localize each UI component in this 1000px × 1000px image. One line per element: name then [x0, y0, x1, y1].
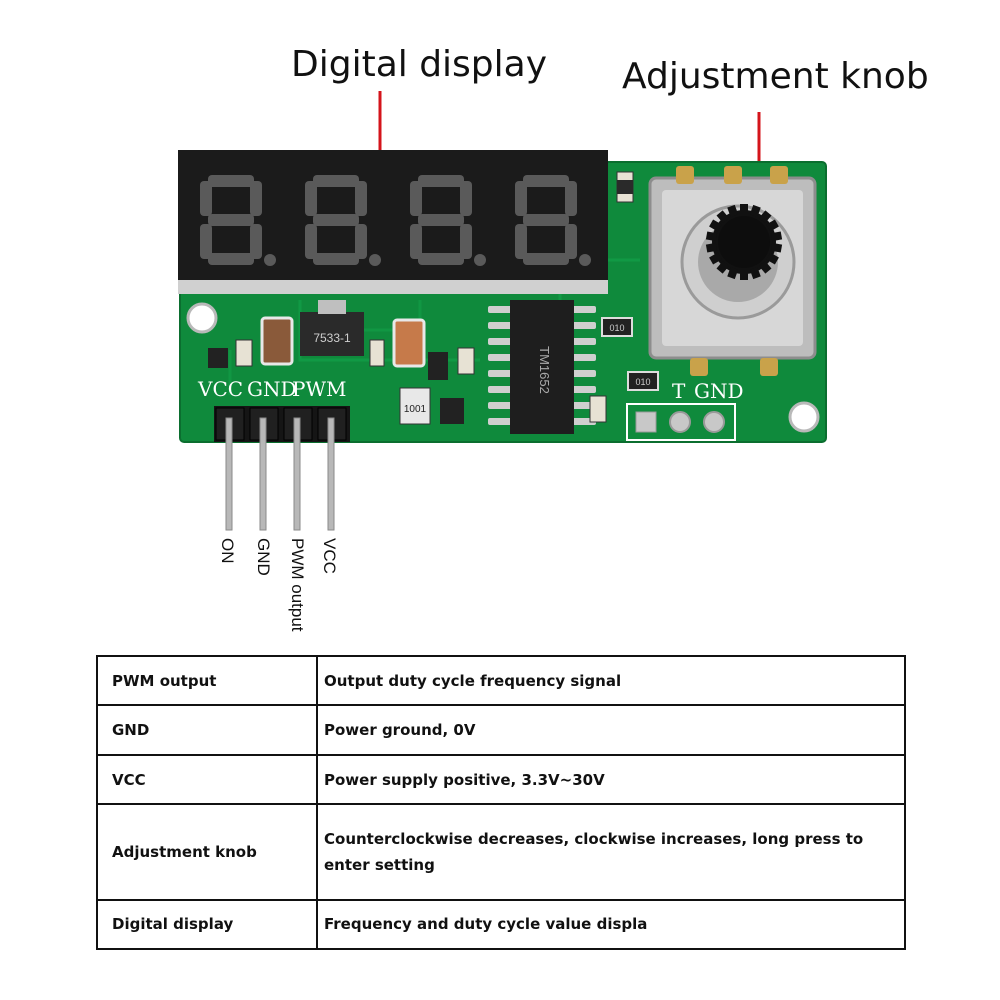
mounting-hole-right — [788, 401, 820, 433]
row-description: Power ground, 0V — [316, 704, 906, 756]
adjustment-knob-callout: Adjustment knob — [622, 56, 929, 97]
row-description: Frequency and duty cycle value displa — [316, 898, 906, 951]
pin-label-vcc: VCC — [320, 538, 339, 574]
resistor-marking: 010 — [635, 377, 650, 387]
resistor — [399, 387, 431, 425]
seven-segment-digit — [200, 175, 276, 266]
silkscreen-vcc: VCC — [197, 377, 243, 401]
silkscreen-gnd: GND — [247, 377, 297, 401]
resistor-marking: 010 — [609, 323, 624, 333]
row-label: PWM output — [96, 654, 318, 707]
resistor-marking: 1001 — [404, 404, 427, 415]
mounting-hole-left — [186, 302, 218, 334]
regulator-marking: 7533-1 — [313, 331, 351, 345]
row-description: Power supply positive, 3.3V~30V — [316, 753, 906, 806]
silkscreen-pwm: PWM — [292, 377, 347, 401]
transistor — [440, 398, 464, 424]
pin-label-on: ON — [218, 538, 237, 564]
row-label: VCC — [96, 753, 318, 806]
silkscreen-t: T — [672, 379, 686, 403]
capacitor — [260, 316, 294, 366]
diode — [428, 352, 448, 380]
main-ic-marking: TM1652 — [537, 346, 552, 394]
seven-segment-digit — [515, 175, 591, 266]
main-ic-pins — [488, 306, 596, 425]
display-digits — [200, 175, 591, 266]
seven-segment-digit — [410, 175, 486, 266]
row-label: GND — [96, 704, 318, 756]
capacitor — [392, 318, 426, 368]
seven-segment-digit — [305, 175, 381, 266]
voltage-regulator — [300, 312, 364, 356]
header-pins — [215, 407, 347, 531]
digital-display-callout: Digital display — [291, 44, 548, 85]
main-ic — [510, 300, 574, 434]
row-label: Adjustment knob — [96, 803, 318, 901]
row-label: Digital display — [96, 898, 318, 951]
row-description: Output duty cycle frequency signal — [316, 654, 906, 707]
pin-label-gnd: GND — [254, 538, 273, 576]
pwm-module-illustration: 7533-1 1001 TM1652 010 010 T GND VCC GND… — [178, 91, 827, 531]
pin-label-pwm-output: PWM output — [288, 538, 307, 632]
row-description: Counterclockwise decreases, clockwise in… — [316, 803, 906, 901]
silkscreen-gnd: GND — [694, 379, 744, 403]
